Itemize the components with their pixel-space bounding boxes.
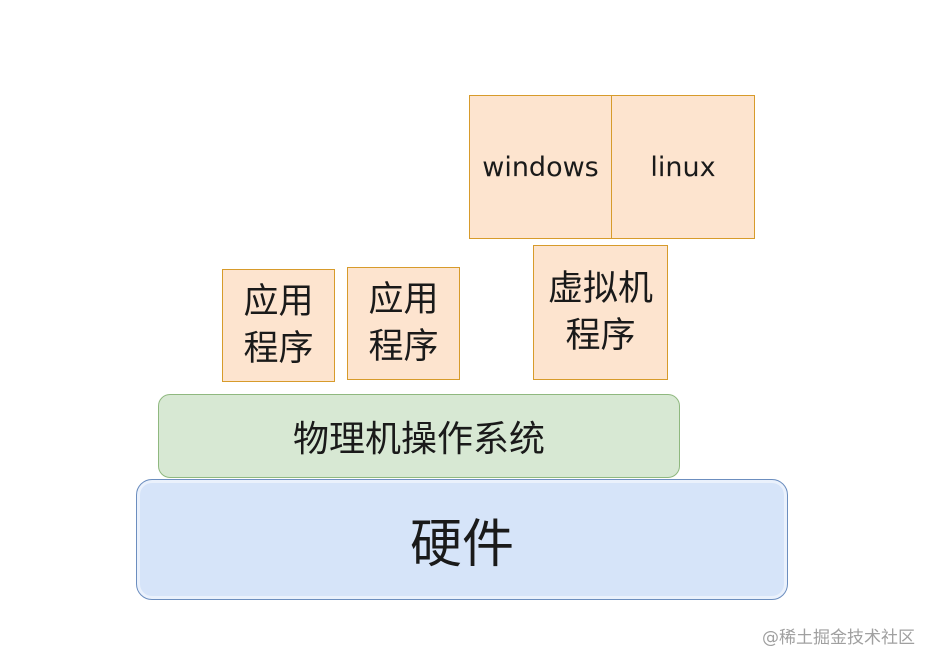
host-operating-system-box: 物理机操作系统 [158,394,680,478]
application-box-2: 应用 程序 [347,267,460,380]
guest-os-windows-box: windows [469,95,612,239]
application-box-1: 应用 程序 [222,269,335,382]
virtual-machine-program-box: 虚拟机 程序 [533,245,668,380]
watermark: @稀土掘金技术社区 [762,628,915,648]
guest-os-linux-box: linux [611,95,755,239]
hardware-box: 硬件 [136,479,788,600]
